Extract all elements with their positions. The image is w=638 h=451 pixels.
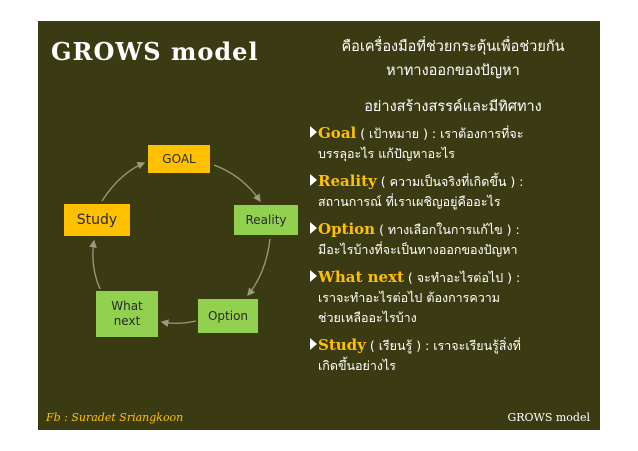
bullet-triangle-icon [310, 222, 317, 234]
definition-goal: Goal ( เป้าหมาย ) : เราต้องการที่จะ บรรล… [310, 123, 598, 164]
footer-author: Fb : Suradet Sriangkoon [46, 411, 184, 424]
definition-text: เกิดขึ้นอย่างไร [318, 358, 397, 373]
node-goal: GOAL [148, 145, 210, 173]
footer-title: GROWS model [507, 411, 590, 424]
arrow-whatnext-to-study [89, 239, 101, 290]
definition-what-next: What next ( จะทำอะไรต่อไป ) : เราจะทำอะไ… [310, 267, 598, 328]
slide: GROWS model คือเครื่องมือที่ช่วยกระตุ้นเ… [38, 21, 600, 430]
subtitle-line-3: อย่างสร้างสรรค์และมีทิศทาง [364, 99, 542, 115]
definition-text: เราจะทำอะไรต่อไป ต้องการความ [318, 290, 501, 305]
slide-title: GROWS model [51, 37, 259, 66]
bullet-triangle-icon [310, 270, 317, 282]
definition-text: บรรลุอะไร แก้ปัญหาอะไร [318, 146, 455, 161]
subtitle-line-1: คือเครื่องมือที่ช่วยกระตุ้นเพื่อช่วยกัน [341, 39, 565, 55]
node-study: Study [64, 204, 130, 236]
bullet-triangle-icon [310, 338, 317, 350]
definition-text: ( ทางเลือกในการแก้ไข ) : [375, 222, 520, 237]
keyword-what-next: What next [318, 268, 404, 286]
definition-text: ( เรียนรู้ ) : เราจะเรียนรู้สิ่งที่ [365, 338, 521, 353]
arrow-study-to-goal [101, 161, 146, 202]
node-what-next-line-2: next [113, 314, 141, 328]
arrow-goal-to-reality [213, 164, 261, 203]
bullet-triangle-icon [310, 174, 317, 186]
keyword-study: Study [318, 336, 366, 354]
cycle-arrows [89, 161, 271, 328]
definition-text: ( จะทำอะไรต่อไป ) : [403, 270, 521, 285]
node-reality: Reality [234, 205, 298, 235]
node-option: Option [198, 299, 258, 333]
subtitle: คือเครื่องมือที่ช่วยกระตุ้นเพื่อช่วยกัน … [306, 35, 600, 119]
keyword-option: Option [318, 220, 376, 238]
node-what-next: What next [96, 291, 158, 337]
bullet-triangle-icon [310, 126, 317, 138]
node-what-next-line-1: What [111, 299, 143, 313]
subtitle-line-2: หาทางออกของปัญหา [386, 63, 520, 79]
definition-text: มีอะไรบ้างที่จะเป็นทางออกของปัญหา [318, 242, 518, 257]
definition-option: Option ( ทางเลือกในการแก้ไข ) : มีอะไรบ้… [310, 219, 598, 260]
definition-reality: Reality ( ความเป็นจริงที่เกิดขึ้น ) : สถ… [310, 171, 598, 212]
definition-text: ช่วยเหลืออะไรบ้าง [318, 310, 417, 325]
keyword-goal: Goal [318, 124, 357, 142]
arrow-reality-to-option [247, 238, 271, 297]
arrow-option-to-whatnext [160, 319, 197, 328]
definition-list: Goal ( เป้าหมาย ) : เราต้องการที่จะ บรรล… [310, 123, 598, 383]
definition-text: สถานการณ์ ที่เราเผชิญอยู่คืออะไร [318, 194, 501, 209]
keyword-reality: Reality [318, 172, 377, 190]
grows-cycle-diagram: GOAL Reality Option What next Study [38, 121, 318, 361]
definition-study: Study ( เรียนรู้ ) : เราจะเรียนรู้สิ่งที… [310, 335, 598, 376]
definition-text: ( ความเป็นจริงที่เกิดขึ้น ) : [376, 174, 524, 189]
definition-text: ( เป้าหมาย ) : เราต้องการที่จะ [356, 126, 524, 141]
